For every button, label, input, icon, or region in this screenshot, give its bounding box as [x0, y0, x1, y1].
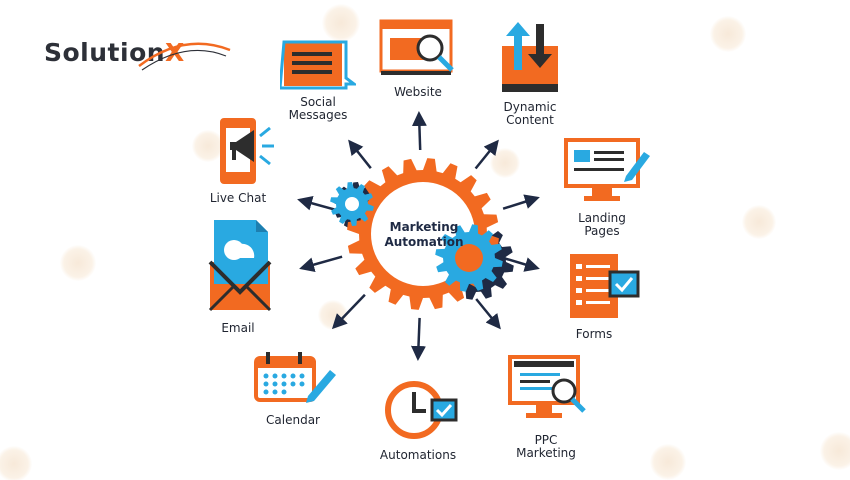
label-forms: Forms [575, 327, 613, 341]
arrow-9 [299, 255, 343, 272]
brand-logo: SolutionX [44, 36, 234, 80]
label-live-chat: Live Chat [209, 191, 267, 205]
label-website: Website [394, 85, 442, 99]
gear-left-blue-icon-hole [345, 197, 359, 211]
label-dynamic-content: Dynamic Content [503, 100, 557, 127]
brand-swoosh-icon [138, 42, 231, 71]
clock-check-icon [385, 381, 458, 439]
label-ppc-marketing: PPC Marketing [516, 433, 576, 460]
label-landing-pages: Landing Pages [578, 211, 626, 238]
decor-dot [710, 16, 746, 52]
updown-arrows-icon [502, 22, 558, 92]
gear-right-blue-icon-hole [455, 244, 483, 272]
arrow-4 [502, 194, 540, 210]
website-search-icon [379, 19, 454, 75]
decor-dot [322, 4, 360, 42]
arrow-7 [410, 317, 426, 361]
label-social-messages: Social Messages [288, 95, 348, 122]
arrow-8 [331, 293, 366, 330]
calendar-icon [254, 352, 336, 403]
ppc-monitor-icon [508, 355, 586, 418]
decor-dot [60, 245, 96, 281]
arrow-6 [475, 298, 501, 330]
checklist-icon [570, 254, 640, 318]
center-title-line2: Automation [384, 235, 464, 249]
monitor-icon [564, 138, 650, 201]
decor-dot [192, 130, 224, 162]
decor-dot [820, 432, 850, 470]
arrow-3 [474, 139, 499, 170]
gears-group [330, 158, 514, 310]
arrow-2 [411, 111, 427, 151]
decor-dot [742, 205, 776, 239]
arrow-1 [348, 139, 372, 169]
label-automations: Automations [379, 448, 457, 462]
chat-bubble-icon [280, 40, 356, 90]
arrow-5 [503, 256, 540, 272]
envelope-icon [208, 220, 272, 312]
decor-dot [0, 446, 32, 480]
decor-dot [650, 444, 686, 480]
center-title-line1: Marketing [389, 220, 459, 234]
center-title: Marketing Automation [358, 220, 490, 250]
phone-megaphone-icon [220, 118, 274, 184]
label-calendar: Calendar [266, 413, 320, 427]
label-email: Email [221, 321, 255, 335]
